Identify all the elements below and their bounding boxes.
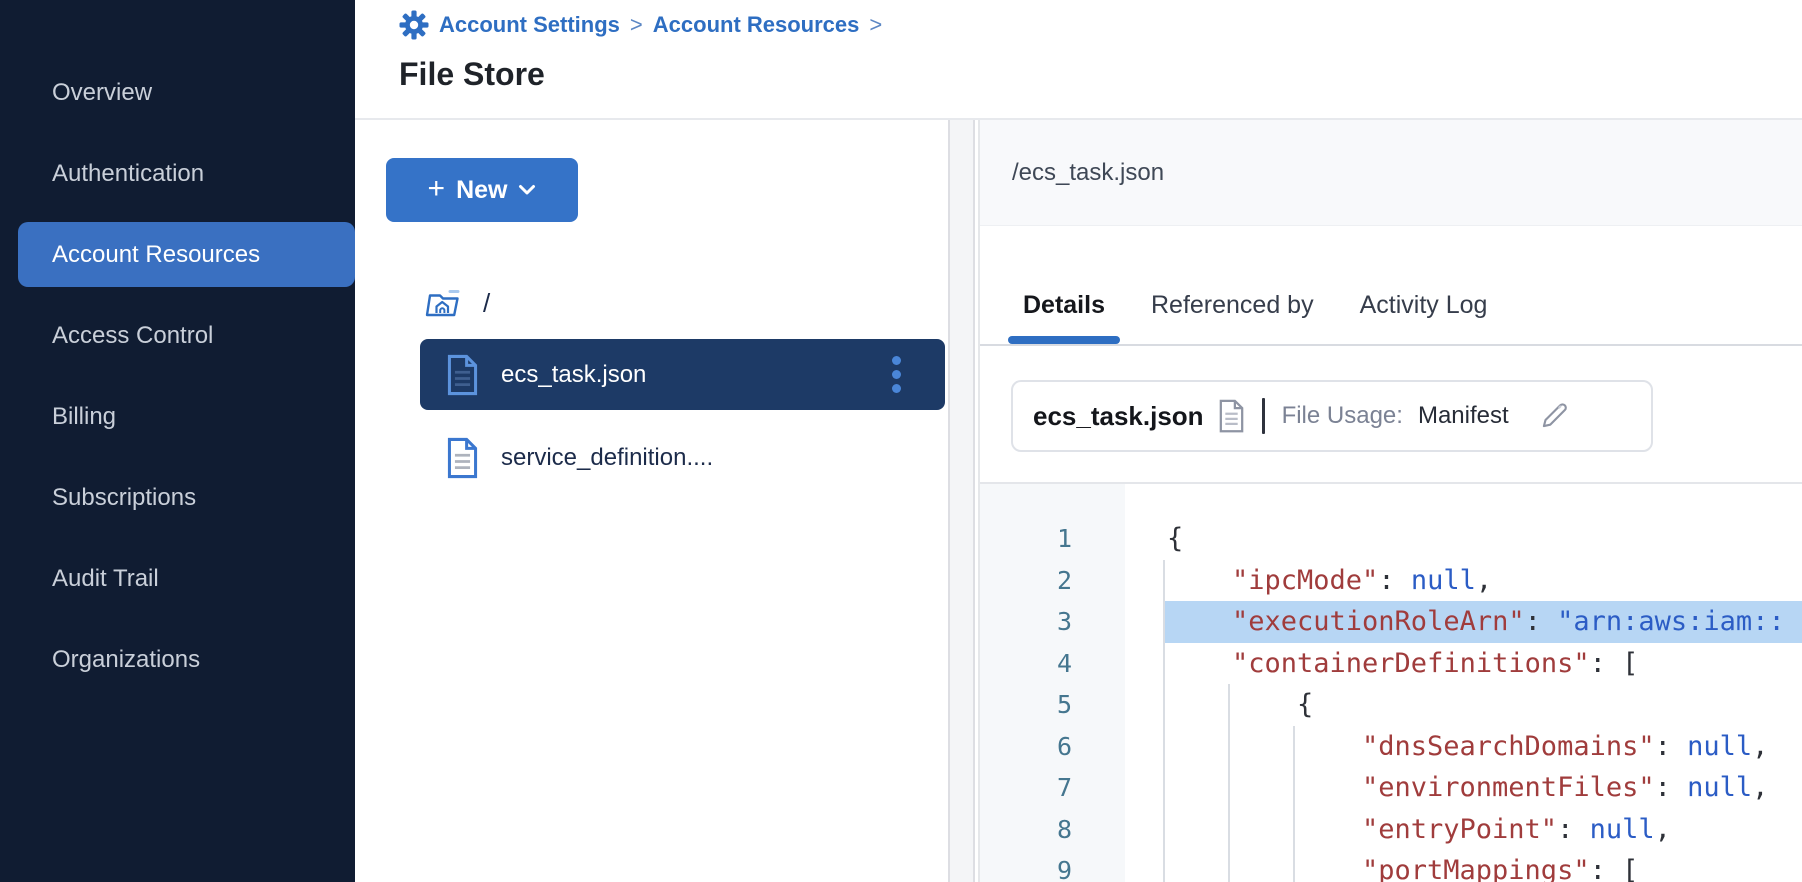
details-tab-content: ecs_task.json File Usage: Manifest	[980, 346, 1802, 882]
file-name: ecs_task.json	[501, 361, 646, 389]
code-line-text: "entryPoint": null,	[1125, 809, 1802, 851]
code-line: 8"entryPoint": null,	[980, 809, 1802, 851]
line-number: 1	[980, 524, 1125, 553]
vertical-separator	[1262, 398, 1265, 434]
file-path-bar: /ecs_task.json	[980, 120, 1802, 226]
sidebar-item-audit-trail[interactable]: Audit Trail	[0, 546, 355, 611]
breadcrumb-separator: >	[630, 12, 643, 38]
code-line: 7"environmentFiles": null,	[980, 767, 1802, 809]
code-line-text: {	[1125, 684, 1802, 726]
panel-resizer[interactable]	[948, 120, 975, 882]
file-icon	[446, 437, 479, 479]
sidebar-item-authentication[interactable]: Authentication	[0, 141, 355, 206]
code-viewer[interactable]: 1{2"ipcMode": null,3"executionRoleArn": …	[980, 482, 1802, 882]
sidebar-item-access-control[interactable]: Access Control	[0, 303, 355, 368]
gear-icon	[399, 10, 429, 40]
code-line: 1{	[980, 518, 1802, 560]
settings-sidebar: OverviewAuthenticationAccount ResourcesA…	[0, 0, 355, 882]
edit-pencil-icon[interactable]	[1537, 399, 1571, 433]
file-path: /ecs_task.json	[1012, 159, 1164, 187]
sidebar-item-overview[interactable]: Overview	[0, 60, 355, 125]
code-line: 4"containerDefinitions": [	[980, 643, 1802, 685]
code-line-text: "environmentFiles": null,	[1125, 767, 1802, 809]
code-line-text: {	[1125, 518, 1802, 560]
home-folder-icon	[423, 284, 463, 322]
detail-tabs: Details Referenced by Activity Log	[980, 226, 1802, 346]
tab-referenced-by[interactable]: Referenced by	[1151, 291, 1314, 320]
line-number: 2	[980, 566, 1125, 595]
breadcrumb-separator: >	[869, 12, 882, 38]
line-number: 8	[980, 815, 1125, 844]
new-button-label: New	[456, 176, 507, 205]
code-line: 6"dnsSearchDomains": null,	[980, 726, 1802, 768]
code-line-text: "dnsSearchDomains": null,	[1125, 726, 1802, 768]
plus-icon: +	[428, 174, 446, 204]
tab-activity-log[interactable]: Activity Log	[1360, 291, 1488, 320]
sidebar-item-billing[interactable]: Billing	[0, 384, 355, 449]
line-number: 7	[980, 773, 1125, 802]
document-icon	[1218, 399, 1245, 433]
line-number: 3	[980, 607, 1125, 636]
file-card-name: ecs_task.json	[1033, 401, 1204, 432]
new-button[interactable]: + New	[386, 158, 578, 222]
file-list: ecs_task.json service_definition....	[420, 339, 945, 505]
file-detail-panel: /ecs_task.json Details Referenced by Activ…	[978, 120, 1802, 882]
file-store-panel: + New / ecs_task.json servi	[355, 120, 948, 882]
file-usage-card: ecs_task.json File Usage: Manifest	[1011, 380, 1653, 452]
tab-details[interactable]: Details	[1023, 291, 1105, 320]
code-line-text: "containerDefinitions": [	[1125, 643, 1802, 685]
file-row[interactable]: ecs_task.json	[420, 339, 945, 410]
code-line-highlighted: 3"executionRoleArn": "arn:aws:iam::	[980, 601, 1802, 643]
code-line-text: "executionRoleArn": "arn:aws:iam::	[1125, 601, 1802, 643]
file-usage-label: File Usage:	[1282, 402, 1403, 430]
kebab-menu-icon[interactable]	[892, 356, 901, 393]
code-line-text: "ipcMode": null,	[1125, 560, 1802, 602]
code-line: 9"portMappings": [	[980, 850, 1802, 882]
sidebar-item-organizations[interactable]: Organizations	[0, 627, 355, 692]
sidebar-item-account-resources[interactable]: Account Resources	[18, 222, 355, 287]
root-folder-label: /	[483, 288, 490, 319]
code-line-text: "portMappings": [	[1125, 850, 1802, 882]
line-number: 4	[980, 649, 1125, 678]
file-usage-value: Manifest	[1418, 402, 1509, 430]
file-name: service_definition....	[501, 444, 713, 472]
line-number: 5	[980, 690, 1125, 719]
sidebar-item-subscriptions[interactable]: Subscriptions	[0, 465, 355, 530]
root-folder-row[interactable]: /	[423, 284, 490, 322]
page-header: Account Settings > Account Resources > File…	[355, 0, 1802, 120]
breadcrumb-link[interactable]: Account Resources	[653, 12, 860, 38]
line-number: 6	[980, 732, 1125, 761]
file-row[interactable]: service_definition....	[420, 422, 945, 493]
code-line: 5{	[980, 684, 1802, 726]
breadcrumb: Account Settings > Account Resources >	[399, 8, 882, 42]
line-number: 9	[980, 856, 1125, 882]
chevron-down-icon	[518, 184, 536, 196]
code-line: 2"ipcMode": null,	[980, 560, 1802, 602]
file-icon	[446, 354, 479, 396]
breadcrumb-link[interactable]: Account Settings	[439, 12, 620, 38]
page-title: File Store	[399, 56, 545, 93]
